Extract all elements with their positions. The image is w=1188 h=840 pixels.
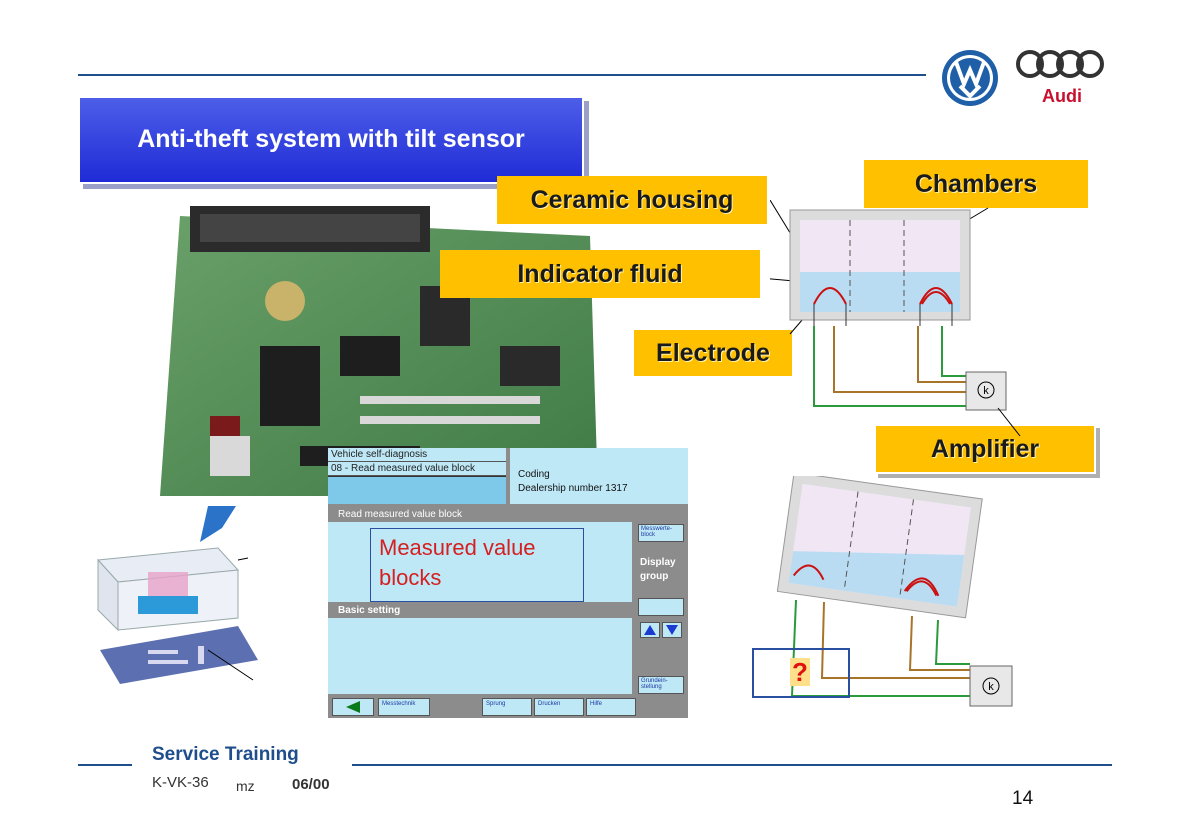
- audi-logo: Audi: [1016, 50, 1104, 106]
- label-chambers: Chambers: [864, 160, 1088, 208]
- tester-down-arrow-button[interactable]: [662, 622, 682, 638]
- arrow-down-icon: [666, 625, 678, 635]
- tester-measured-panel: [328, 522, 632, 602]
- svg-text:Audi: Audi: [1042, 86, 1082, 106]
- sensor-illustration: [96, 506, 258, 684]
- tester-coding-label: Coding: [518, 469, 550, 480]
- footer-author: mz: [236, 778, 255, 794]
- label-amplifier: Amplifier: [874, 424, 1096, 474]
- footer-code: K-VK-36: [152, 774, 209, 791]
- tester-dealership-label: Dealership number 1317: [518, 483, 628, 494]
- tester-measured-block-button[interactable]: Messwerte-block: [638, 524, 684, 542]
- tester-back-button[interactable]: [332, 698, 374, 716]
- tester-jump-button[interactable]: Sprung: [482, 698, 532, 716]
- header-rule: [78, 74, 926, 76]
- svg-text:k: k: [988, 681, 994, 693]
- tester-header-right: Coding Dealership number 1317: [510, 448, 688, 504]
- arrow-up-icon: [644, 625, 656, 635]
- tester-section-read-measured: Read measured value block: [338, 509, 462, 520]
- label-ceramic-housing: Ceramic housing: [497, 176, 767, 224]
- tilt-sensor-diagram-level: k: [770, 200, 1021, 437]
- footer-rule-left: [78, 764, 132, 766]
- label-electrode: Electrode: [634, 330, 792, 376]
- tester-help-button[interactable]: Hilfe: [586, 698, 636, 716]
- page-number: 14: [1012, 788, 1034, 809]
- measured-value-blocks-callout: Measured value blocks: [370, 528, 584, 602]
- slide-title: Anti-theft system with tilt sensor: [78, 96, 584, 184]
- question-mark: ?: [790, 658, 810, 686]
- tester-basic-setting-button[interactable]: Grundein-stellung: [638, 676, 684, 694]
- tester-side-panel: Messwerte-block Display group Grundein-s…: [634, 522, 688, 694]
- tester-function-label: 08 - Read measured value block: [328, 462, 506, 476]
- tester-blank-button[interactable]: [638, 598, 684, 616]
- footer-service-training: Service Training: [152, 744, 299, 765]
- tester-mode-label: Vehicle self-diagnosis: [328, 448, 506, 462]
- tester-measurement-button[interactable]: Messtechnik: [378, 698, 430, 716]
- tester-footer: Messtechnik Sprung Drucken Hilfe: [328, 696, 688, 718]
- question-box: [752, 648, 850, 698]
- diagnosis-tester-screen: Vehicle self-diagnosis 08 - Read measure…: [328, 448, 688, 718]
- tester-section-basic-setting: Basic setting: [338, 605, 401, 616]
- back-arrow-icon: [346, 701, 360, 713]
- svg-text:k: k: [983, 385, 989, 397]
- tester-up-arrow-button[interactable]: [640, 622, 660, 638]
- vw-logo: [942, 50, 998, 106]
- tester-display-group-label: Display group: [640, 557, 676, 582]
- tester-print-button[interactable]: Drucken: [534, 698, 584, 716]
- tester-header-left: Vehicle self-diagnosis 08 - Read measure…: [328, 448, 508, 504]
- footer-date: 06/00: [292, 776, 330, 793]
- footer-rule-right: [352, 764, 1112, 766]
- label-indicator-fluid: Indicator fluid: [440, 250, 760, 298]
- tester-basic-panel: [328, 618, 632, 694]
